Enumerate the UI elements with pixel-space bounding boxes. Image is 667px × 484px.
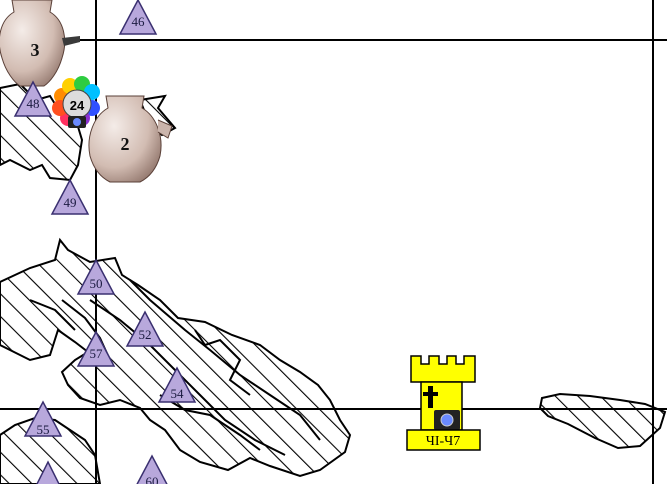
tower-marker-label: ЧІ-Ч7 xyxy=(426,434,461,449)
tower-label-box xyxy=(406,429,481,451)
triangle-marker-label: 54 xyxy=(171,386,185,401)
triangle-marker-icon xyxy=(157,366,197,403)
triangle-marker-54[interactable]: 54 xyxy=(157,366,197,403)
triangle-marker-50[interactable]: 50 xyxy=(76,258,116,295)
triangle-marker-label: 60 xyxy=(146,474,159,484)
triangle-marker-icon xyxy=(136,454,168,484)
triangle-marker-label: 55 xyxy=(37,422,50,437)
triangle-marker-icon xyxy=(13,80,53,117)
triangle-marker-label: 49 xyxy=(64,195,77,210)
triangle-marker-icon xyxy=(125,310,165,347)
triangle-marker-55[interactable]: 55 xyxy=(23,400,63,437)
flower-marker-24[interactable]: 24 xyxy=(52,76,100,128)
vase-marker-label: 3 xyxy=(31,40,40,60)
vase-marker-2[interactable]: 2 xyxy=(88,95,173,183)
triangle-marker-57[interactable]: 57 xyxy=(76,330,116,367)
vase-marker-3[interactable]: 3 xyxy=(0,0,80,87)
flower-badge-icon xyxy=(52,76,100,128)
triangle-marker-icon xyxy=(76,330,116,367)
vase-icon xyxy=(88,95,173,183)
triangle-marker-icon xyxy=(23,400,63,437)
triangle-marker-48[interactable]: 48 xyxy=(13,80,53,117)
terrain-area-east-strip xyxy=(538,392,667,450)
tower-marker[interactable]: ЧІ-Ч7 xyxy=(406,355,481,451)
triangle-marker-icon xyxy=(36,460,60,484)
triangle-marker-49[interactable]: 49 xyxy=(50,178,90,215)
triangle-marker-46[interactable]: 46 xyxy=(118,0,158,35)
flower-marker-label: 24 xyxy=(70,98,85,113)
triangle-marker-52[interactable]: 52 xyxy=(125,310,165,347)
triangle-marker-label: 50 xyxy=(90,276,103,291)
triangle-marker-label: 52 xyxy=(139,327,152,342)
triangle-marker-partial[interactable] xyxy=(34,460,62,484)
vase-marker-label: 2 xyxy=(121,134,130,154)
hatched-terrain xyxy=(0,82,667,484)
triangle-marker-label: 46 xyxy=(132,14,146,29)
castle-tower-icon xyxy=(410,355,476,431)
triangle-marker-label: 48 xyxy=(27,96,40,111)
triangle-marker-icon xyxy=(50,178,90,215)
vase-icon xyxy=(0,0,80,87)
triangle-marker-icon xyxy=(76,258,116,295)
triangle-marker-60[interactable]: 60 xyxy=(134,454,170,484)
triangle-marker-icon xyxy=(118,0,158,35)
triangle-marker-label: 57 xyxy=(90,346,104,361)
